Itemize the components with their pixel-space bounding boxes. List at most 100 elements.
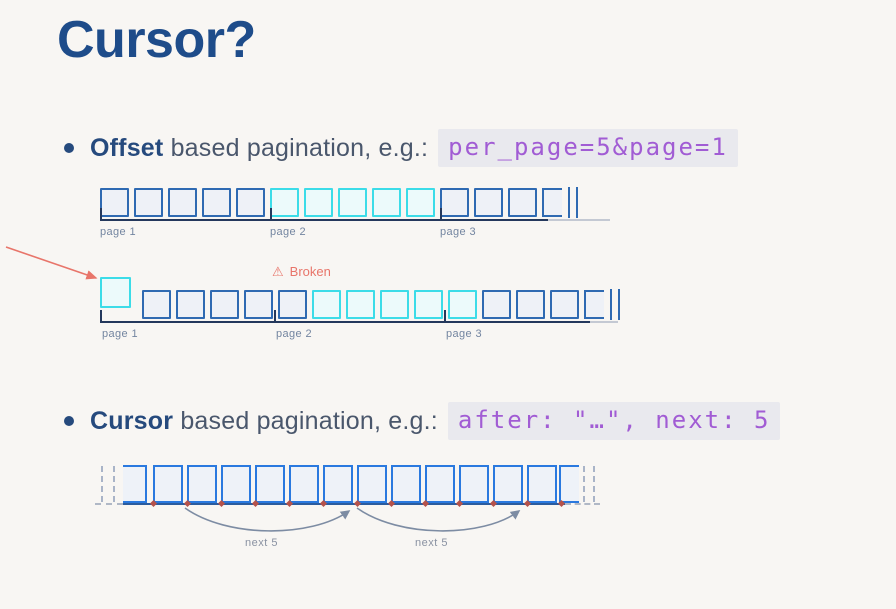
offset-diagram: page 1 page 2 page 3	[100, 187, 620, 248]
bullet-offset-rest: based pagination, e.g.:	[163, 133, 429, 162]
item-box-	[357, 465, 387, 503]
broken-truncation	[584, 289, 620, 320]
offset-box-row	[100, 188, 537, 217]
truncation-dash	[583, 466, 585, 502]
bracket-tick	[440, 208, 442, 220]
broken-warning-label: Broken	[289, 264, 331, 279]
item-box-	[493, 465, 523, 503]
offset-bracket-line-ext	[548, 219, 610, 221]
cursor-line-dash	[95, 503, 123, 505]
truncation-bar	[610, 289, 612, 320]
offset-bracket-line	[100, 219, 548, 221]
item-box-cyan	[270, 188, 299, 217]
item-box-	[323, 465, 353, 503]
bullet-cursor: Cursor based pagination, e.g.: after: "……	[64, 402, 781, 440]
inserted-item-box	[100, 277, 131, 308]
bracket-tick	[270, 208, 272, 220]
item-box-	[289, 465, 319, 503]
item-box-blue	[474, 188, 503, 217]
page-label: page 1	[102, 328, 139, 340]
broken-box-row	[142, 290, 579, 319]
item-box-cyan	[338, 188, 367, 217]
item-box-blue	[508, 188, 537, 217]
item-box-	[527, 465, 557, 503]
bullet-cursor-keyword: Cursor	[90, 406, 174, 435]
item-box-cyan	[372, 188, 401, 217]
bullet-dot	[64, 416, 74, 426]
truncation-dash	[593, 466, 595, 502]
item-box-	[255, 465, 285, 503]
bracket-tick	[444, 310, 446, 322]
item-box-blue	[278, 290, 307, 319]
item-box-blue	[236, 188, 265, 217]
item-box-cyan	[406, 188, 435, 217]
broken-page-labels: page 1 page 2 page 3	[100, 328, 620, 342]
item-box-cyan	[414, 290, 443, 319]
next-5-label: next 5	[415, 537, 448, 549]
offset-page-labels: page 1 page 2 page 3	[100, 226, 620, 240]
truncated-box	[123, 465, 147, 503]
item-box-	[187, 465, 217, 503]
item-box-blue	[134, 188, 163, 217]
broken-bracket-line-ext	[590, 321, 618, 323]
broken-warning: ⚠ Broken	[272, 264, 331, 279]
item-box-blue	[142, 290, 171, 319]
bracket-tick	[100, 208, 102, 220]
slide-title: Cursor?	[57, 11, 256, 69]
cursor-line-dash	[565, 503, 600, 505]
cursor-diagram: next 5 next 5	[95, 461, 600, 553]
truncation-bar	[568, 187, 570, 218]
bullet-dot	[64, 143, 74, 153]
item-box-cyan	[304, 188, 333, 217]
item-box-blue	[202, 188, 231, 217]
inserted-item-arrow	[5, 246, 98, 280]
next-5-arrow	[184, 507, 351, 532]
bracket-tick	[100, 310, 102, 322]
item-box-	[221, 465, 251, 503]
truncated-box	[584, 290, 604, 319]
bullet-offset: Offset based pagination, e.g.: per_page=…	[64, 129, 738, 167]
item-box-blue	[440, 188, 469, 217]
item-box-blue	[550, 290, 579, 319]
item-box-blue	[168, 188, 197, 217]
broken-bracket-line	[100, 321, 590, 323]
item-box-blue	[516, 290, 545, 319]
code-chip-cursor: after: "…", next: 5	[447, 402, 781, 440]
page-label: page 3	[440, 226, 477, 238]
item-box-blue	[244, 290, 273, 319]
item-box-blue	[100, 188, 129, 217]
offset-truncation	[542, 187, 578, 218]
next-arrows	[184, 507, 521, 532]
bracket-tick	[274, 310, 276, 322]
item-box-blue	[176, 290, 205, 319]
bullet-offset-text: Offset based pagination, e.g.:	[90, 134, 428, 163]
truncation-dash	[113, 466, 115, 502]
next-5-label: next 5	[245, 537, 278, 549]
page-label: page 2	[270, 226, 307, 238]
bullet-offset-keyword: Offset	[90, 133, 164, 162]
next-5-arrow	[356, 507, 521, 532]
broken-diagram: ⚠ Broken page 1 page 2 page 3	[100, 264, 620, 346]
item-box-	[391, 465, 421, 503]
item-box-cyan	[380, 290, 409, 319]
truncated-box	[542, 188, 562, 217]
item-box-	[153, 465, 183, 503]
truncation-bar	[618, 289, 620, 320]
item-box-cyan	[346, 290, 375, 319]
item-box-blue	[210, 290, 239, 319]
item-box-cyan	[448, 290, 477, 319]
bullet-cursor-text: Cursor based pagination, e.g.:	[90, 407, 438, 436]
cursor-line	[123, 503, 565, 505]
truncated-box	[559, 465, 579, 503]
item-box-blue	[482, 290, 511, 319]
page-label: page 3	[446, 328, 483, 340]
truncation-bar	[576, 187, 578, 218]
page-label: page 2	[276, 328, 313, 340]
item-box-	[459, 465, 489, 503]
code-chip-offset: per_page=5&page=1	[438, 129, 738, 167]
page-label: page 1	[100, 226, 137, 238]
warning-icon: ⚠	[272, 264, 284, 279]
item-box-cyan	[312, 290, 341, 319]
bullet-cursor-rest: based pagination, e.g.:	[173, 406, 438, 435]
